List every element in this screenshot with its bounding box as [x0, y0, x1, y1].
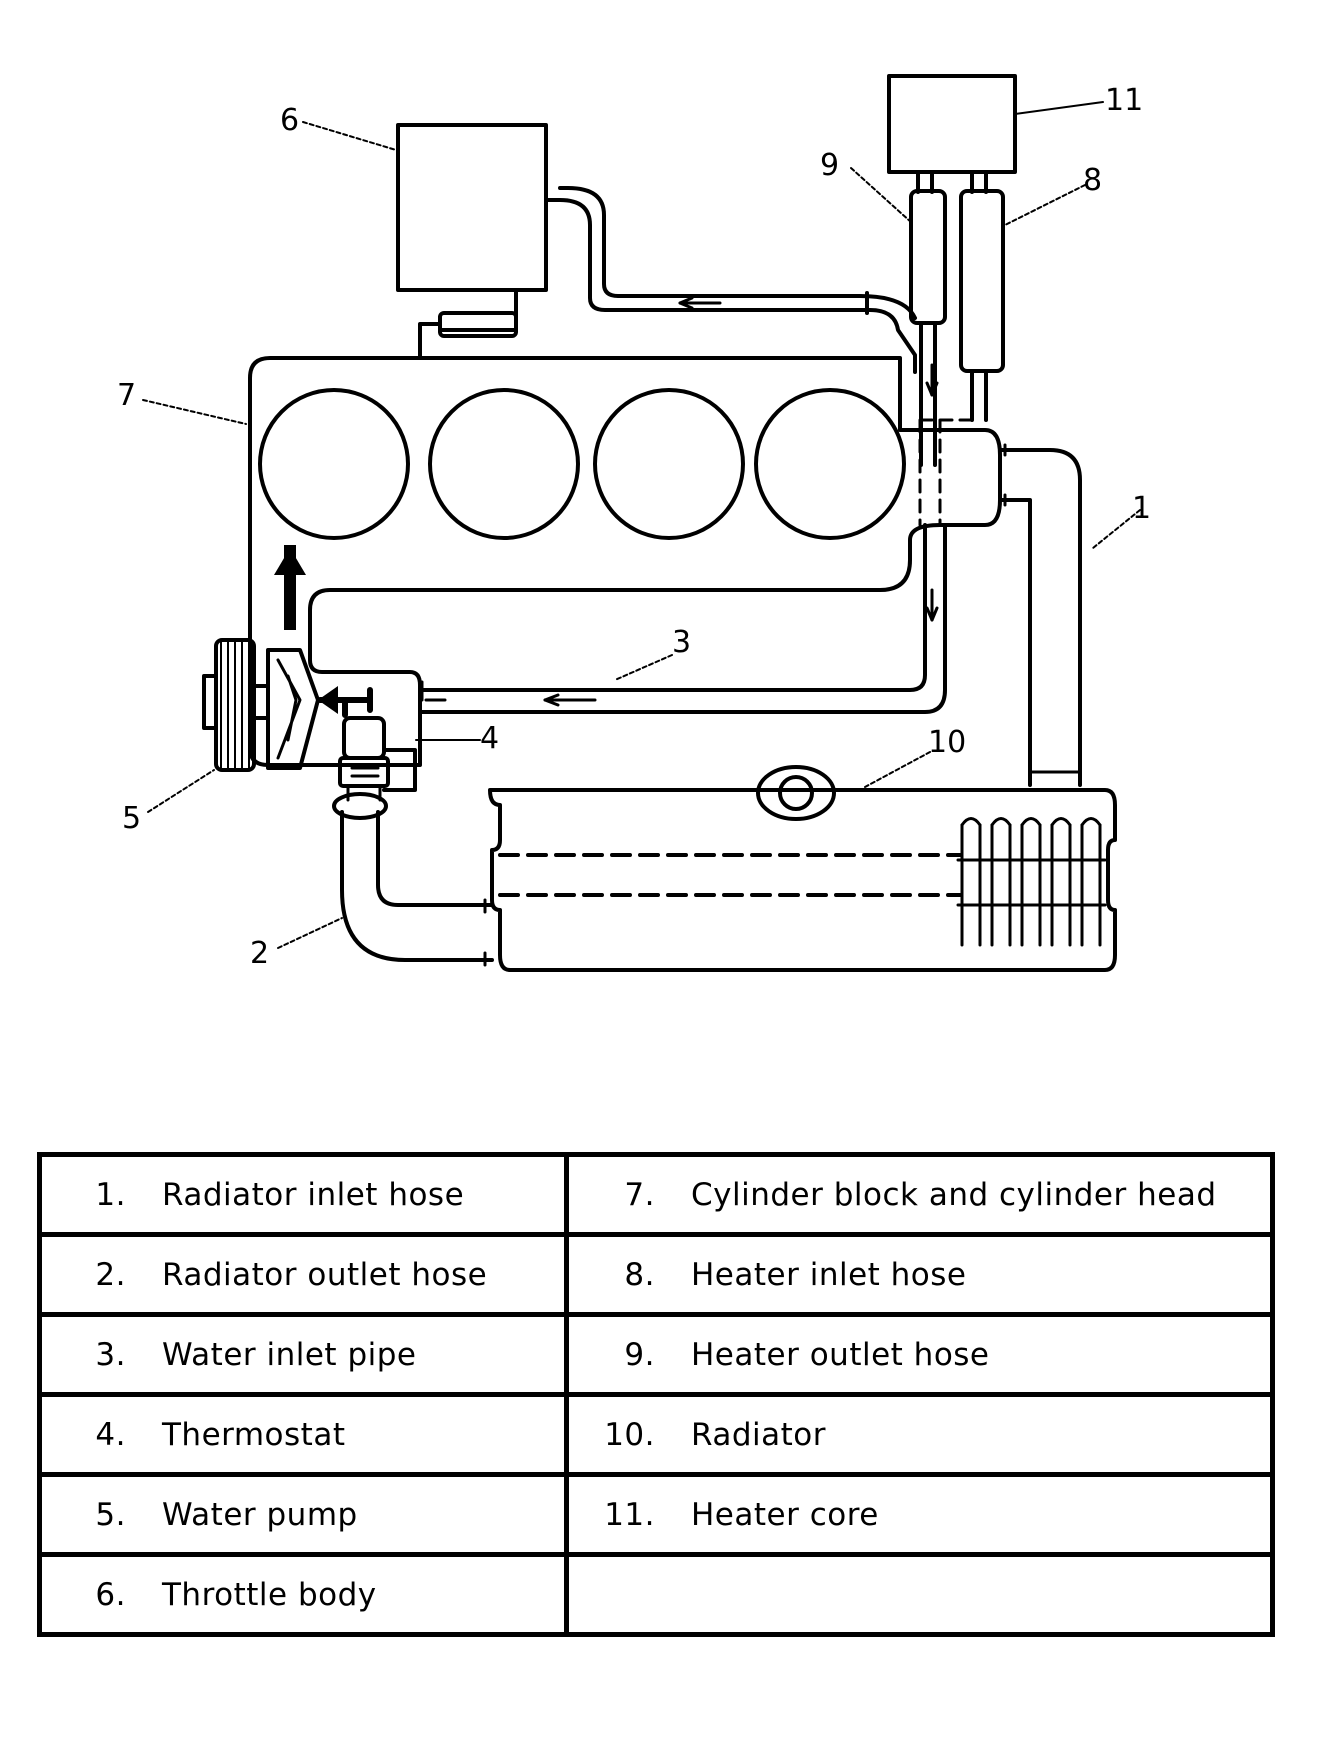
callout-11: 11	[1105, 83, 1143, 118]
legend-label: Water inlet pipe	[162, 1336, 417, 1373]
legend-number: 2.	[95, 1256, 126, 1293]
heater-inlet-hose	[959, 189, 1005, 373]
legend-label: Thermostat	[162, 1416, 346, 1453]
legend-row: 3. Water inlet pipe 9. Heater outlet hose	[37, 1312, 1275, 1397]
cooling-system-diagram: 6 7 11 9 8 1 3 4 10 5 2	[117, 74, 1151, 972]
callout-5: 5	[122, 801, 141, 836]
callout-4: 4	[480, 721, 499, 756]
legend-label: Radiator	[691, 1416, 827, 1453]
legend-label: Water pump	[162, 1496, 358, 1533]
legend-row: 2. Radiator outlet hose 8. Heater inlet ho…	[37, 1232, 1275, 1317]
water-inlet-pipe	[418, 523, 947, 714]
water-pump	[202, 638, 320, 772]
callout-8: 8	[1083, 163, 1102, 198]
callout-10: 10	[928, 725, 966, 760]
callout-2: 2	[250, 936, 269, 971]
radiator-inlet-hose	[998, 443, 1082, 787]
legend-number: 4.	[95, 1416, 126, 1453]
legend-table: 1. Radiator inlet hose 7. Cylinder block a…	[37, 1152, 1275, 1637]
legend-label: Cylinder block and cylinder head	[691, 1176, 1217, 1213]
cylinder-1	[258, 388, 410, 540]
callout-9: 9	[820, 148, 839, 183]
cylinder-4	[754, 388, 906, 540]
legend-number: 3.	[95, 1336, 126, 1373]
callout-3: 3	[672, 625, 691, 660]
callout-1: 1	[1132, 491, 1151, 526]
legend-row: 4. Thermostat 10. Radiator	[37, 1392, 1275, 1477]
cylinder-3	[593, 388, 745, 540]
heater-core	[887, 74, 1017, 174]
cylinder-2	[428, 388, 580, 540]
radiator	[488, 765, 1117, 972]
legend-label: Radiator inlet hose	[162, 1176, 465, 1213]
legend-number: 5.	[95, 1496, 126, 1533]
heater-outlet-hose	[909, 189, 947, 325]
throttle-body	[396, 123, 548, 292]
legend-label: Radiator outlet hose	[162, 1256, 488, 1293]
legend-number: 7.	[624, 1176, 655, 1213]
callout-6: 6	[280, 103, 299, 138]
legend-number: 10.	[604, 1416, 655, 1453]
legend-number: 1.	[95, 1176, 126, 1213]
legend-number: 9.	[624, 1336, 655, 1373]
radiator-outlet-hose	[332, 792, 494, 967]
legend-label: Heater inlet hose	[691, 1256, 967, 1293]
thermostat	[338, 716, 390, 802]
legend-label: Heater core	[691, 1496, 879, 1533]
legend-label: Throttle body	[162, 1576, 377, 1613]
legend-label: Heater outlet hose	[691, 1336, 990, 1373]
legend-row: 6. Throttle body	[37, 1552, 1275, 1637]
legend-empty-cell	[564, 1552, 1275, 1637]
legend-row: 5. Water pump 11. Heater core	[37, 1472, 1275, 1557]
callout-7: 7	[117, 378, 136, 413]
legend-number: 8.	[624, 1256, 655, 1293]
legend-row: 1. Radiator inlet hose 7. Cylinder block a…	[37, 1152, 1275, 1237]
legend-number: 11.	[604, 1496, 655, 1533]
cylinder-block	[248, 356, 1002, 767]
legend-number: 6.	[95, 1576, 126, 1613]
